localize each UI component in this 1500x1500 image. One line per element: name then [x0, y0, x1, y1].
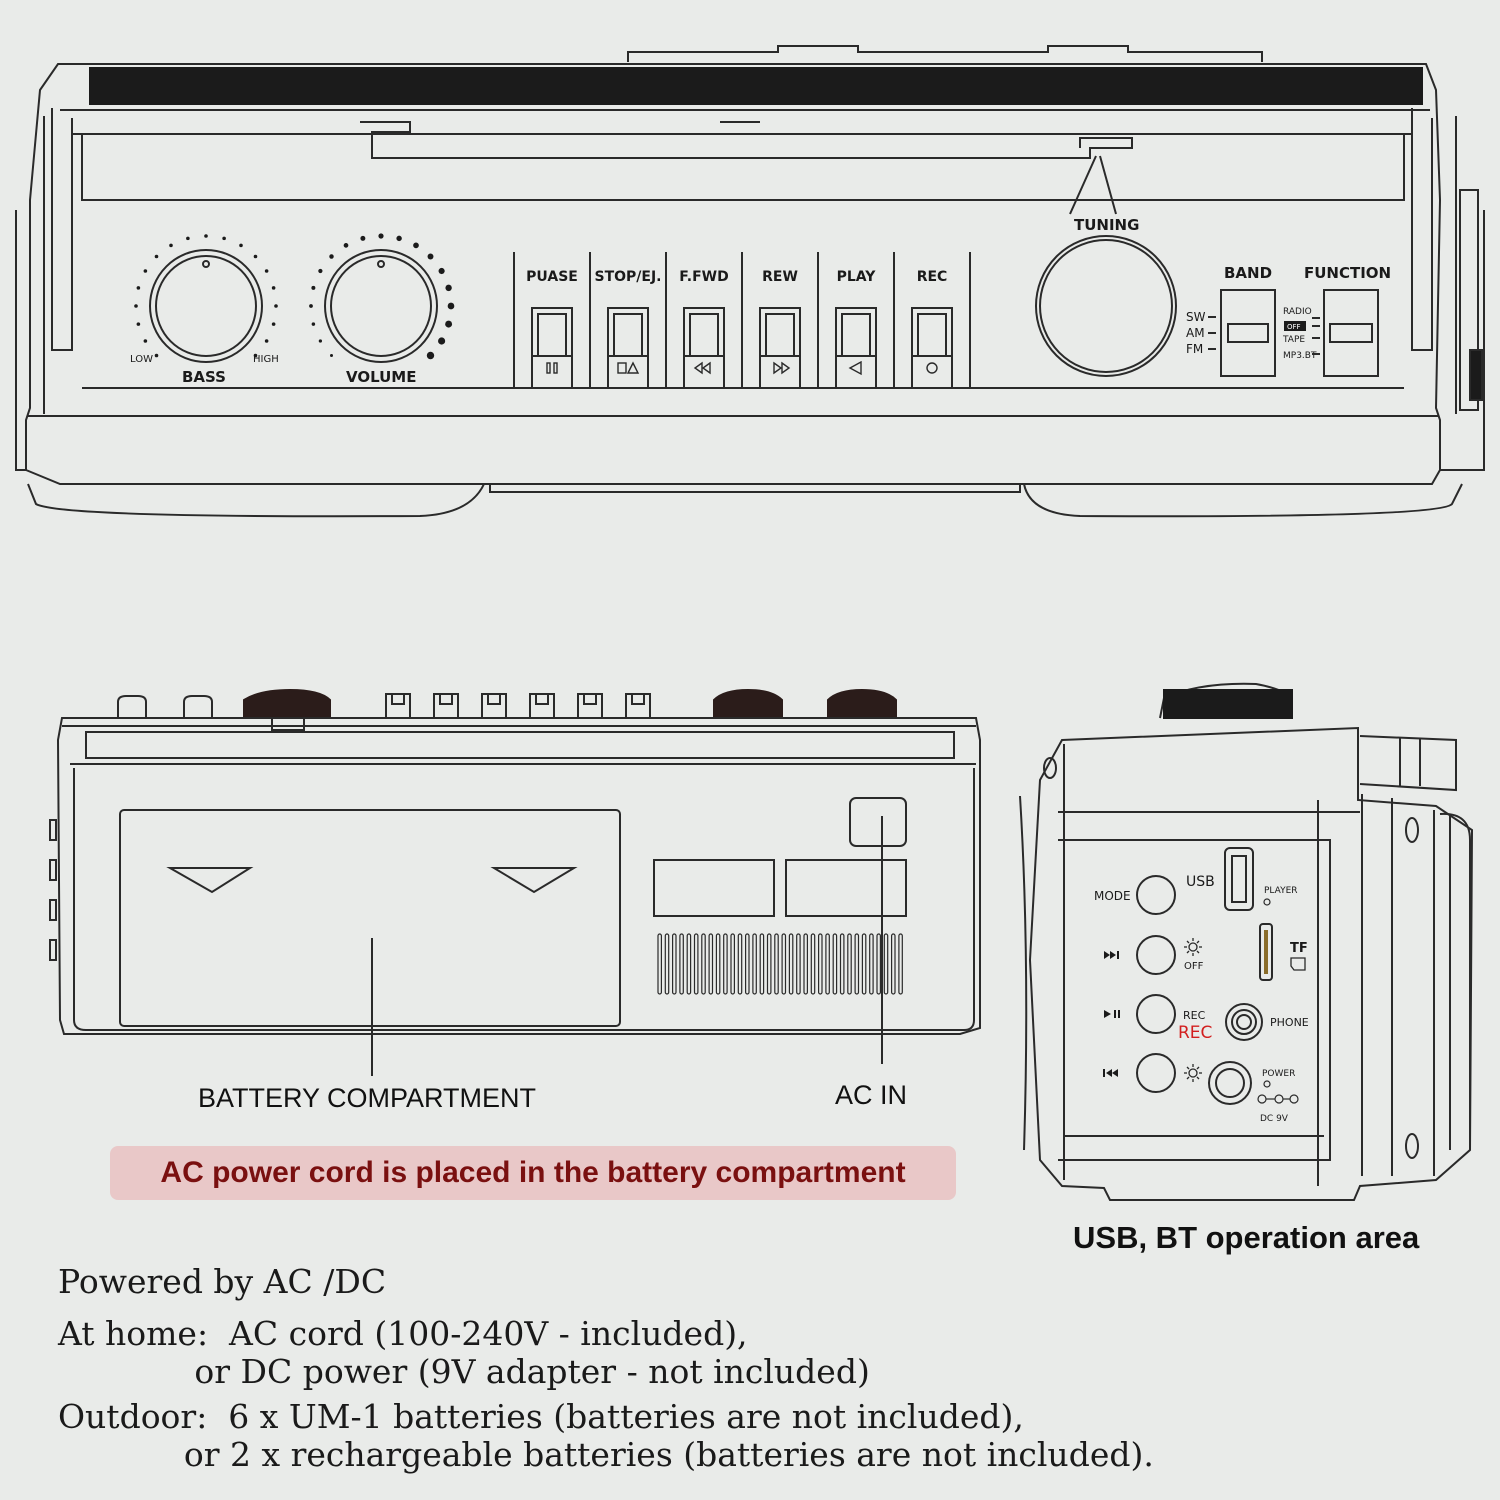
front-controls: LOW HIGH BASS VOLUME PUASE STOP/EJ. F.FWD R… — [130, 216, 1391, 389]
battery-compartment-label: BATTERY COMPARTMENT — [198, 1083, 537, 1113]
volume-label: VOLUME — [346, 368, 416, 386]
tf-label: TF — [1290, 941, 1308, 956]
tape-key-stub — [625, 693, 651, 718]
sd-card-icon — [1290, 957, 1306, 971]
tape-button-6[interactable] — [911, 307, 953, 389]
next-track-icon — [1104, 951, 1119, 959]
light-icon — [1184, 938, 1202, 956]
power-heading: Powered by AC /DC — [58, 1262, 387, 1301]
phone-label: PHONE — [1270, 1016, 1309, 1029]
function-option-off: OFF — [1287, 323, 1301, 331]
ac-in-socket[interactable] — [849, 797, 907, 847]
tape-button-5[interactable] — [835, 307, 877, 389]
band-option-sw: SW — [1186, 310, 1206, 324]
tape-key-stub — [433, 693, 459, 718]
band-switch[interactable] — [1220, 289, 1276, 377]
volume-scale-icon — [309, 233, 455, 360]
bass-low-label: LOW — [130, 354, 153, 365]
next-button[interactable] — [1136, 935, 1176, 975]
bass-high-label: HIGH — [253, 354, 279, 365]
usb-port[interactable] — [1224, 847, 1254, 911]
volume-knob[interactable] — [324, 249, 438, 363]
player-indicator-icon — [1263, 898, 1271, 906]
function-option-radio: RADIO — [1283, 307, 1312, 317]
power-indicator-icon — [1263, 1080, 1271, 1088]
tape-key-stub — [385, 693, 411, 718]
tuning-dial[interactable] — [1035, 235, 1177, 377]
tape-key-stub — [481, 693, 507, 718]
tape-key-stub — [529, 693, 555, 718]
battery-note-banner: AC power cord is placed in the battery c… — [110, 1146, 956, 1200]
play-pause-icon — [1104, 1010, 1120, 1018]
tape-button-label: PUASE — [526, 269, 578, 285]
bass-knob[interactable] — [149, 249, 263, 363]
rec-label: REC — [1183, 1009, 1206, 1022]
tape-button-label: STOP/EJ. — [595, 269, 662, 285]
dc-power-jack[interactable] — [1208, 1061, 1252, 1105]
usb-label: USB — [1186, 874, 1215, 890]
power-label: POWER — [1262, 1069, 1295, 1079]
tape-button-1[interactable] — [531, 307, 573, 389]
pause-icon — [546, 362, 558, 374]
front-panel-diagram — [15, 45, 1485, 518]
light-off-label: OFF — [1184, 961, 1204, 972]
record-icon — [926, 362, 938, 374]
band-option-am: AM — [1186, 326, 1205, 340]
rec-red-label: REC — [1178, 1023, 1212, 1043]
rewind-icon — [773, 361, 791, 375]
battery-compartment-door[interactable] — [119, 809, 621, 1027]
ac-in-label: AC IN — [835, 1080, 908, 1110]
player-label: PLAYER — [1264, 886, 1298, 896]
tape-button-label: REC — [917, 269, 948, 285]
tape-button-label: F.FWD — [679, 269, 728, 285]
bass-scale-icon — [134, 234, 278, 358]
home-power-line-1: At home: AC cord (100-240V - included), — [58, 1314, 748, 1353]
tape-key-stub — [577, 693, 603, 718]
play-icon — [848, 360, 862, 376]
tape-button-2[interactable] — [607, 307, 649, 389]
previous-track-icon — [1103, 1069, 1118, 1077]
tuning-label: TUNING — [1074, 216, 1139, 234]
light-icon — [1184, 1064, 1202, 1082]
stop-eject-icon — [617, 361, 640, 374]
tape-button-label: REW — [762, 269, 798, 285]
tape-button-3[interactable] — [683, 307, 725, 389]
fast-forward-icon — [693, 361, 711, 375]
outdoor-power-line-1: Outdoor: 6 x UM-1 batteries (batteries a… — [58, 1397, 1024, 1436]
bass-label: BASS — [182, 368, 226, 386]
band-option-fm: FM — [1186, 342, 1203, 356]
function-option-mp3bt: MP3.BT — [1283, 351, 1317, 361]
phone-jack[interactable] — [1225, 1003, 1263, 1041]
mode-label: MODE — [1094, 889, 1131, 903]
function-option-tape: TAPE — [1282, 335, 1305, 345]
band-label: BAND — [1224, 264, 1272, 282]
usb-bt-operation-caption: USB, BT operation area — [1073, 1220, 1420, 1255]
outdoor-power-line-2: or 2 x rechargeable batteries (batteries… — [58, 1435, 1154, 1474]
function-label: FUNCTION — [1304, 264, 1391, 282]
dc-polarity-icon — [1257, 1094, 1299, 1104]
dc-9v-label: DC 9V — [1260, 1114, 1289, 1124]
home-power-line-2: or DC power (9V adapter - not included) — [58, 1352, 870, 1391]
previous-button[interactable] — [1136, 1053, 1176, 1093]
tape-button-label: PLAY — [837, 269, 877, 285]
mode-button[interactable] — [1136, 875, 1176, 915]
tf-card-slot[interactable] — [1259, 923, 1273, 981]
function-switch[interactable] — [1323, 289, 1379, 377]
play-pause-button[interactable] — [1136, 994, 1176, 1034]
tape-button-4[interactable] — [759, 307, 801, 389]
